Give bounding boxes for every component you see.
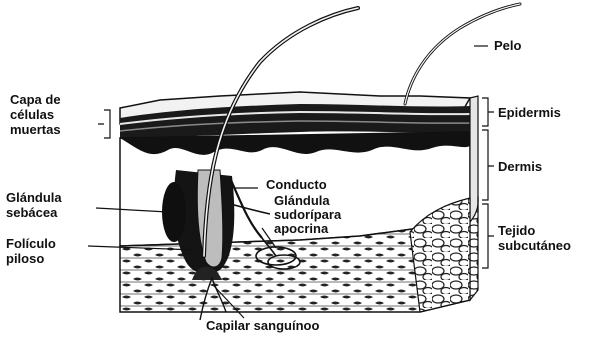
label-capa-line2: células (10, 107, 54, 122)
label-dermis: Dermis (498, 159, 542, 174)
label-glandula-sudoripara-line3: apocrina (274, 221, 329, 236)
label-capilar: Capilar sanguínoo (206, 318, 319, 333)
label-capa-line3: muertas (10, 122, 61, 137)
leader-tejido (482, 204, 494, 268)
label-glandula-sudoripara-line1: Glándula (274, 193, 330, 208)
leader-epidermis (482, 98, 494, 126)
epidermis-layer (120, 92, 470, 138)
label-tejido-line1: Tejido (498, 223, 535, 238)
label-capa-line1: Capa de (10, 92, 61, 107)
label-foliculo-line2: piloso (6, 251, 44, 266)
label-epidermis: Epidermis (498, 105, 561, 120)
leader-capa (98, 110, 110, 138)
label-glandula-sudoripara-line2: sudorípara (274, 207, 342, 222)
label-tejido-line2: subcutáneo (498, 238, 571, 253)
label-conducto: Conducto (266, 177, 327, 192)
label-glandula-sebacea-line2: sebácea (6, 205, 58, 220)
label-glandula-sebacea-line1: Glándula (6, 190, 62, 205)
label-pelo: Pelo (494, 38, 522, 53)
leader-dermis (482, 130, 494, 200)
label-foliculo-line1: Folículo (6, 236, 56, 251)
